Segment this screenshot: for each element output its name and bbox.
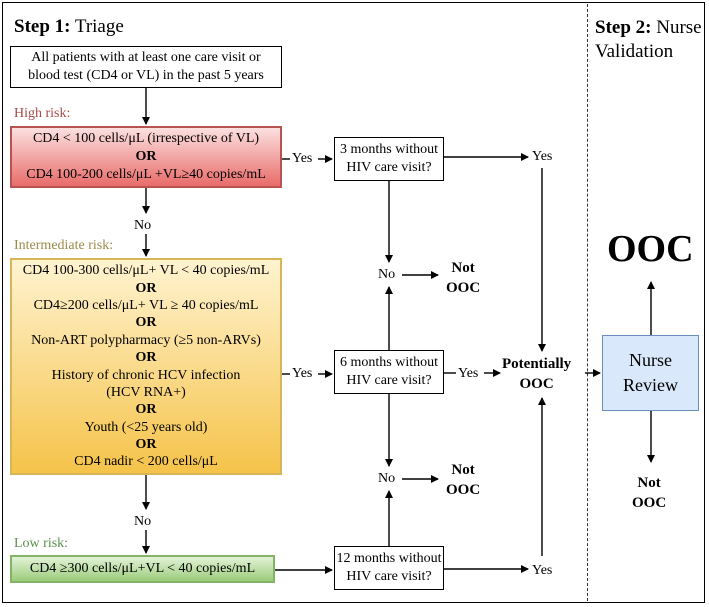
intermediate-or: OR — [135, 315, 157, 331]
decision-12-line2: HIV care visit? — [346, 569, 432, 584]
low-risk-box: CD4 ≥300 cells/μL+VL < 40 copies/mL — [10, 555, 275, 583]
low-risk-line1: CD4 ≥300 cells/μL+VL < 40 copies/mL — [29, 560, 256, 576]
intermediate-line: CD4≥200 cells/μL+ VL ≥ 40 copies/mL — [33, 298, 259, 314]
decision-6-line1: 6 months without — [339, 354, 438, 370]
step1-bold: Step 1: — [14, 16, 71, 37]
not-ooc-lower: Not OOC — [446, 461, 480, 500]
intermediate-line: CD4 nadir < 200 cells/μL — [74, 454, 218, 470]
no-label-upper: No — [378, 267, 396, 282]
intermediate-risk-label: Intermediate risk: — [14, 238, 114, 253]
nurse-review-line1: Nurse — [629, 349, 672, 370]
high-risk-line2: CD4 100-200 cells/μL +VL≥40 copies/mL — [26, 167, 266, 183]
not-ooc-upper-not: Not — [451, 260, 475, 276]
no-label-high: No — [134, 218, 152, 233]
intermediate-or: OR — [135, 402, 157, 418]
potentially-ooc: Potentially OOC — [502, 355, 571, 394]
intermediate-or: OR — [135, 436, 157, 452]
step2-line2: Validation — [595, 40, 674, 62]
intermediate-line: Youth (<25 years old) — [84, 419, 208, 435]
nurse-review-line2: Review — [623, 375, 678, 395]
not-ooc-upper-ooc: OOC — [446, 279, 481, 296]
population-line2: blood test (CD4 or VL) in the past 5 yea… — [28, 68, 264, 83]
step1-header: Step 1: Triage — [14, 16, 124, 38]
high-risk-or: OR — [135, 148, 157, 164]
decision-12-line1: 12 months without — [336, 550, 442, 566]
intermediate-or: OR — [135, 350, 157, 366]
decision-12-months: 12 months without HIV care visit? — [334, 546, 444, 590]
not-ooc-nurse-not: Not — [637, 475, 661, 491]
yes-label-intermediate: Yes — [292, 366, 313, 381]
yes-label-6mo: Yes — [458, 366, 479, 381]
not-ooc-lower-not: Not — [451, 462, 475, 478]
step1-rest: Triage — [70, 16, 124, 37]
decision-3-line1: 3 months without — [339, 141, 438, 157]
nurse-review-box: Nurse Review — [602, 335, 699, 411]
step2-rest: Nurse — [651, 17, 702, 38]
yes-label-12mo: Yes — [532, 563, 553, 578]
intermediate-line: CD4 100-300 cells/μL+ VL < 40 copies/mL — [22, 263, 270, 279]
intermediate-risk-box: CD4 100-300 cells/μL+ VL < 40 copies/mL … — [10, 258, 282, 475]
potentially-word: Potentially — [502, 356, 572, 372]
yes-label-3mo: Yes — [532, 149, 553, 164]
high-risk-line1: CD4 < 100 cells/μL (irrespective of VL) — [32, 130, 260, 146]
decision-6-months: 6 months without HIV care visit? — [334, 350, 444, 394]
population-line1: All patients with at least one care visi… — [31, 49, 261, 65]
not-ooc-upper: Not OOC — [446, 259, 480, 298]
not-ooc-nurse-ooc: OOC — [632, 494, 667, 511]
step2-bold: Step 2: — [595, 17, 652, 38]
low-risk-label: Low risk: — [14, 536, 69, 551]
intermediate-line: History of chronic HCV infection — [51, 367, 241, 383]
high-risk-label: High risk: — [14, 106, 71, 121]
step-divider — [587, 4, 588, 601]
no-label-intermediate: No — [134, 514, 152, 529]
yes-label-high: Yes — [292, 151, 313, 166]
decision-3-months: 3 months without HIV care visit? — [334, 137, 444, 181]
intermediate-line: (HCV RNA+) — [106, 384, 186, 400]
potentially-ooc-word: OOC — [519, 375, 554, 392]
no-label-lower: No — [378, 471, 396, 486]
ooc-outcome: OOC — [607, 228, 694, 270]
decision-6-line2: HIV care visit? — [346, 373, 432, 388]
intermediate-or: OR — [135, 280, 157, 296]
decision-3-line2: HIV care visit? — [346, 160, 432, 175]
not-ooc-nurse: Not OOC — [632, 474, 666, 513]
population-box: All patients with at least one care visi… — [10, 46, 282, 88]
not-ooc-lower-ooc: OOC — [446, 481, 481, 498]
high-risk-box: CD4 < 100 cells/μL (irrespective of VL) … — [10, 126, 282, 188]
intermediate-line: Non-ART polypharmacy (≥5 non-ARVs) — [31, 332, 261, 348]
step2-header: Step 2: Nurse Validation — [595, 16, 702, 64]
